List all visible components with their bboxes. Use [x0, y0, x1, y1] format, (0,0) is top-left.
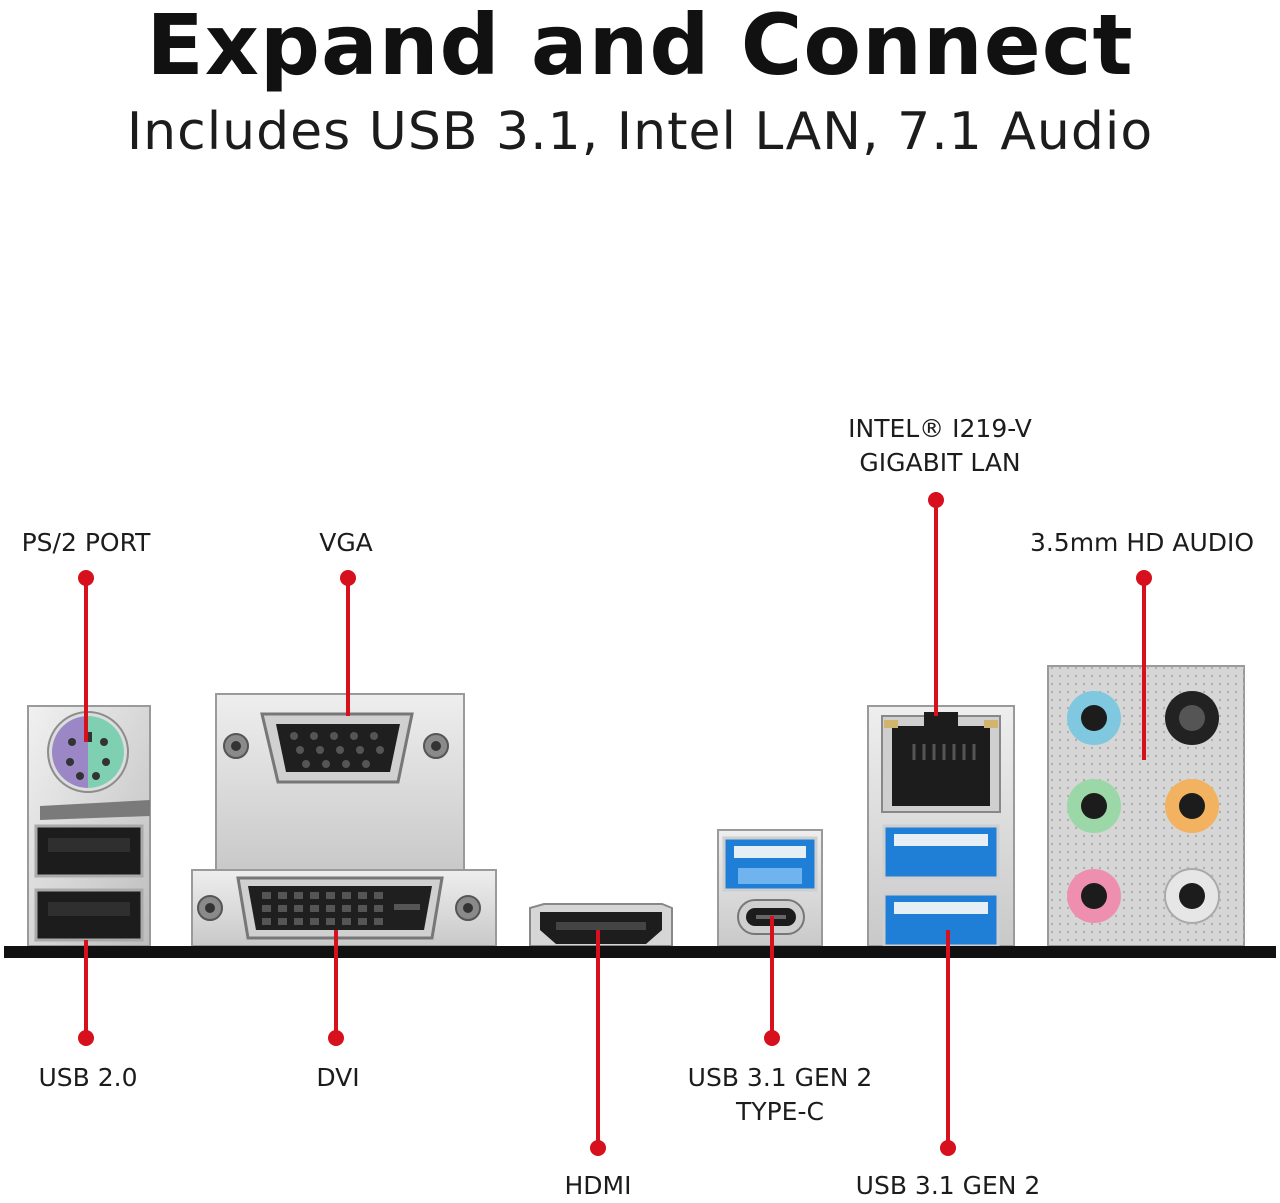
label-hdmi: HDMI: [564, 1171, 632, 1200]
audio-jack-black[interactable]: [1165, 691, 1219, 745]
label-typec-line2: TYPE-C: [736, 1097, 824, 1126]
lan-usb31-stack: [867, 705, 1015, 948]
callout-line-typec: [764, 916, 780, 1046]
callout-line-usb20: [78, 940, 94, 1046]
label-dvi: DVI: [316, 1063, 360, 1092]
label-ps2: PS/2 PORT: [21, 528, 151, 557]
label-typec-line1: USB 3.1 GEN 2: [687, 1063, 873, 1092]
audio-jack-pink[interactable]: [1067, 869, 1121, 923]
usb31-port-top[interactable]: [882, 824, 1000, 880]
callout-line-audio: [1136, 570, 1152, 760]
label-typec: USB 3.1 GEN 2 TYPE-C: [688, 1061, 873, 1129]
label-lan-line2: GIGABIT LAN: [859, 448, 1021, 477]
usb31-typec-stack: [717, 829, 823, 947]
rj45-lan-port[interactable]: [881, 712, 1001, 813]
ps2-usb2-stack: [27, 705, 151, 947]
vga-port[interactable]: [223, 712, 449, 784]
label-audio: 3.5mm HD AUDIO: [1029, 528, 1255, 557]
label-usb31: USB 3.1 GEN 2: [855, 1171, 1041, 1200]
callout-line-usb31: [940, 930, 956, 1156]
vga-dvi-stack: [191, 693, 497, 947]
label-usb20: USB 2.0: [38, 1063, 138, 1092]
callout-line-vga: [340, 570, 356, 716]
hdmi-port[interactable]: [529, 903, 673, 947]
ps2-port[interactable]: [47, 711, 129, 793]
usb31-type-a-port[interactable]: [722, 836, 818, 892]
audio-jack-grey[interactable]: [1164, 868, 1220, 924]
usb31-port-bottom[interactable]: [882, 892, 1000, 948]
callout-line-ps2: [78, 570, 94, 742]
callout-line-lan: [928, 492, 944, 716]
page-title: Expand and Connect: [146, 0, 1134, 94]
dvi-port[interactable]: [197, 876, 481, 940]
audio-jack-orange[interactable]: [1165, 779, 1219, 833]
callout-line-dvi: [328, 930, 344, 1046]
label-lan-line1: INTEL® I219-V: [848, 414, 1032, 443]
label-vga: VGA: [319, 528, 373, 557]
page-subtitle: Includes USB 3.1, Intel LAN, 7.1 Audio: [126, 102, 1154, 162]
callout-line-hdmi: [590, 930, 606, 1156]
audio-jack-blue[interactable]: [1067, 691, 1121, 745]
usb2-port-top[interactable]: [34, 824, 144, 878]
io-shield-baseline: [4, 946, 1276, 958]
usb2-port-bottom[interactable]: [34, 888, 144, 942]
audio-jack-green[interactable]: [1067, 779, 1121, 833]
label-lan: INTEL® I219-V GIGABIT LAN: [848, 412, 1032, 480]
